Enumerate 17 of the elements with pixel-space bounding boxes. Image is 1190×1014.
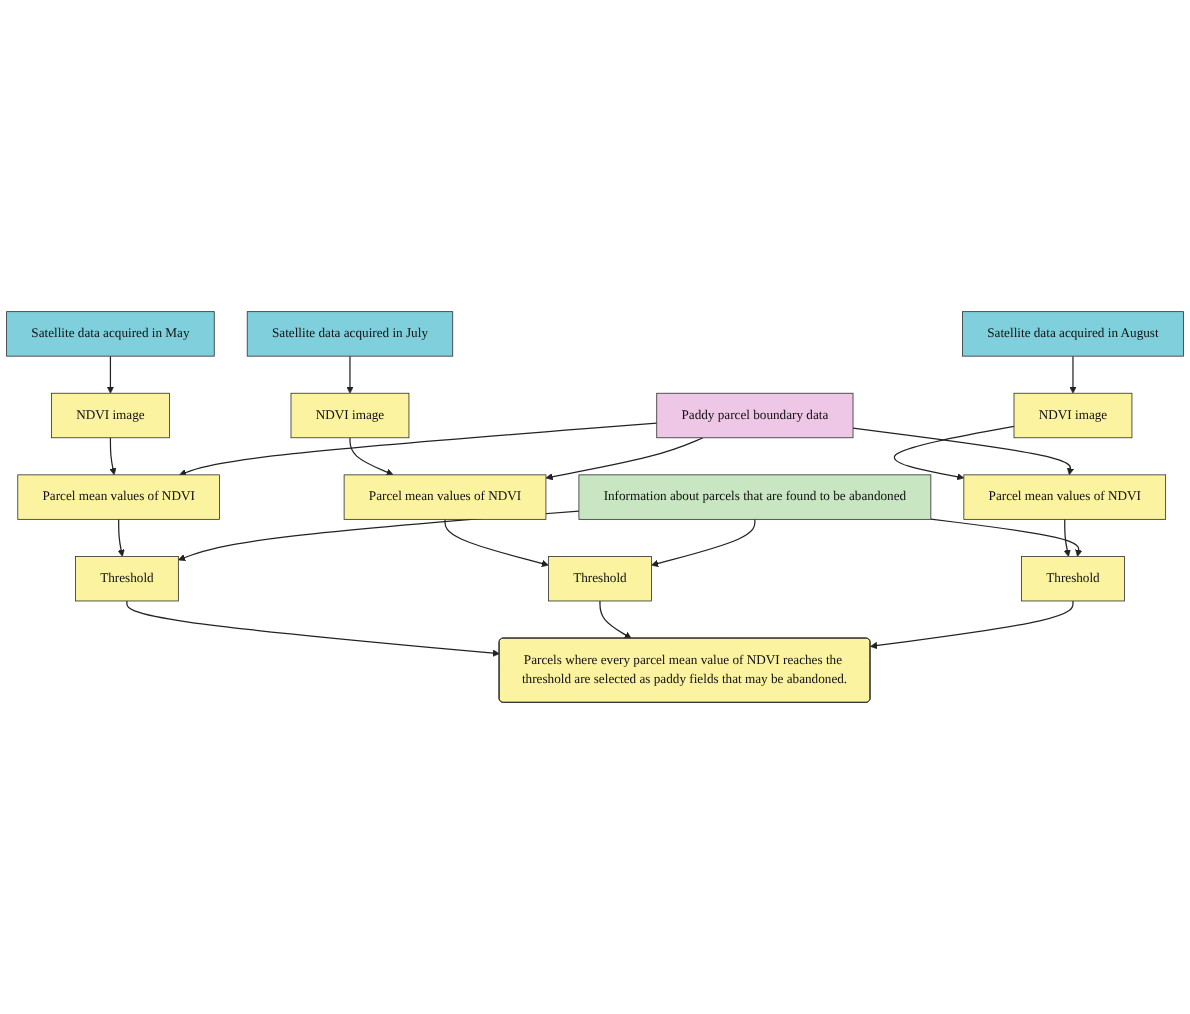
arrow xyxy=(930,518,1083,557)
arrow xyxy=(852,427,1075,476)
arrow xyxy=(106,355,115,394)
arrow xyxy=(599,600,632,639)
arrow xyxy=(349,437,394,476)
arrow xyxy=(109,437,117,476)
arrow xyxy=(117,518,125,557)
arrow xyxy=(1069,355,1077,394)
arrow xyxy=(179,422,658,476)
arrow xyxy=(893,425,1015,481)
arrow xyxy=(126,600,500,657)
arrow xyxy=(545,437,704,481)
arrow xyxy=(1063,518,1071,557)
arrow xyxy=(870,600,1074,650)
arrow xyxy=(651,518,756,567)
arrow xyxy=(346,355,354,394)
arrow xyxy=(444,518,549,567)
